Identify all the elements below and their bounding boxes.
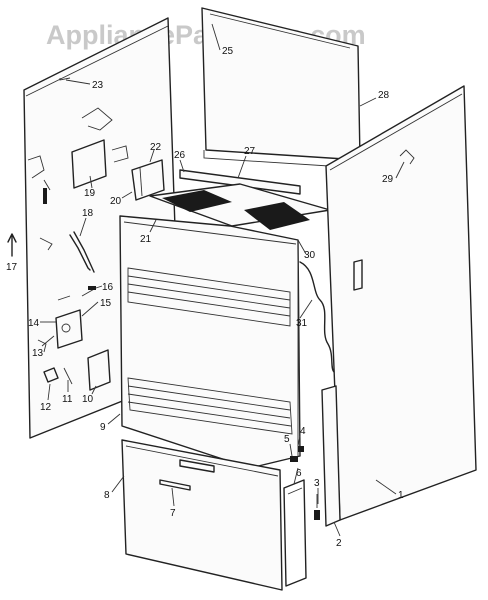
label-part-19: 19 — [84, 188, 96, 199]
label-part-16: 16 — [102, 282, 114, 293]
label-part-30: 30 — [304, 250, 316, 261]
filler-panel — [321, 385, 341, 527]
label-part-18: 18 — [82, 208, 94, 219]
label-part-28: 28 — [378, 90, 390, 101]
label-part-25: 25 — [222, 46, 234, 57]
label-part-4: 4 — [300, 426, 306, 437]
label-part-20: 20 — [110, 196, 122, 207]
label-part-12: 12 — [40, 402, 52, 413]
upper-grille — [127, 267, 291, 327]
label-part-8: 8 — [104, 490, 110, 501]
lower-grille — [127, 377, 293, 435]
filter-part — [283, 479, 307, 587]
label-part-9: 9 — [100, 422, 106, 433]
label-part-21: 21 — [140, 234, 152, 245]
label-part-31: 31 — [296, 318, 308, 329]
wire-harness — [299, 261, 335, 373]
label-part-15: 15 — [100, 298, 112, 309]
label-part-22: 22 — [150, 142, 162, 153]
top-rail — [149, 169, 331, 230]
label-part-7: 7 — [170, 508, 176, 519]
label-part-26: 26 — [174, 150, 186, 161]
lower-door-panel — [121, 439, 283, 591]
bracket-part-20-22 — [131, 159, 165, 201]
label-part-14: 14 — [28, 318, 40, 329]
front-cabinet — [119, 215, 301, 469]
part-17-pointer — [7, 233, 17, 257]
label-part-10: 10 — [82, 394, 94, 405]
label-part-2: 2 — [336, 538, 342, 549]
part-labels: 1 2 3 4 5 6 7 8 9 10 11 12 13 14 15 16 1… — [6, 46, 404, 549]
label-part-27: 27 — [244, 146, 256, 157]
label-part-11: 11 — [62, 394, 73, 405]
leader-lines — [40, 23, 405, 537]
label-part-13: 13 — [32, 348, 44, 359]
label-part-3: 3 — [314, 478, 320, 489]
label-part-17: 17 — [6, 262, 18, 273]
label-part-29: 29 — [382, 174, 394, 185]
label-part-1: 1 — [398, 490, 404, 501]
label-part-23: 23 — [92, 80, 104, 91]
screws-parts — [290, 446, 320, 520]
label-part-5: 5 — [284, 434, 290, 445]
label-part-6: 6 — [296, 468, 302, 479]
